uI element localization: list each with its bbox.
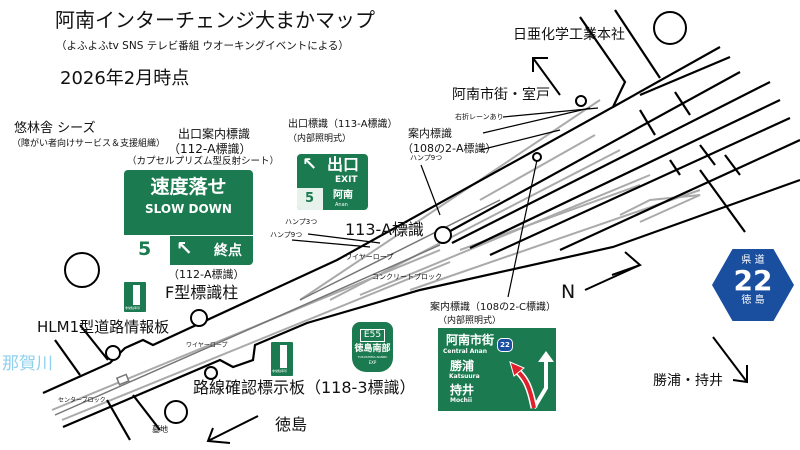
e55-name: 徳島南部	[354, 344, 391, 354]
emergency-parking-text-2: 非常駐車帯	[272, 369, 288, 373]
road-edges	[42, 9, 800, 441]
sign-113a-dest: 阿南	[333, 190, 353, 201]
label-f-pole: F型標識柱	[165, 283, 239, 302]
label-hump9-b: ハンプ9つ	[270, 231, 303, 239]
label-guide-a: 案内標識	[408, 127, 452, 140]
label-exit-sign: 出口標識（113-A標識）	[288, 119, 398, 130]
sign-113a-dest-en: Anan	[335, 202, 348, 208]
emergency-parking-sign-2: 非常駐車帯	[271, 342, 293, 376]
label-wire-rope-a: ワイヤーロープ	[345, 253, 394, 261]
emergency-parking-sign-1: 非常駐車帯	[124, 282, 146, 312]
landmark-circles	[64, 11, 687, 424]
label-wire-rope-b: ワイヤーロープ	[186, 342, 228, 349]
e55-en: TOKUSHIMA-NANBU	[357, 355, 388, 359]
label-cemetery: 墓地	[152, 425, 168, 434]
label-112a-code: （112-A標識）	[168, 268, 245, 281]
label-hlm1: HLM1型道路情報板	[37, 318, 170, 336]
label-exit-sign-note: （内部照明式）	[288, 134, 352, 144]
sign-108c-d1: 阿南市街	[446, 333, 495, 347]
sign-113a-num: 5	[305, 191, 315, 206]
sign-108-2c: 阿南市街 Central Anan 22 勝浦 Katsuura 持井 Moch…	[438, 328, 556, 411]
as-of-date: 2026年2月時点	[60, 68, 190, 89]
route-22-num: 22	[733, 264, 773, 297]
route-22-bottom: 徳 島	[741, 295, 765, 306]
lane-arrows-icon	[509, 351, 554, 410]
sign-108c-d3: 持井	[450, 383, 475, 397]
arrow-upleft-icon: ↖	[302, 154, 318, 175]
lane-lines	[51, 99, 701, 421]
direction-arrows	[206, 57, 748, 444]
sign-108c-route: 22	[497, 338, 513, 352]
e55-sign: E55 徳島南部 TOKUSHIMA-NANBU EXP	[352, 322, 393, 372]
arrow-tokushima-icon	[207, 415, 259, 442]
sign-112a: 速度落せ SLOW DOWN 5 ↖ 終点	[124, 170, 253, 265]
label-yurinsha: 悠林舎 シーズ	[14, 121, 96, 136]
sign-112a-jp: 速度落せ	[150, 176, 227, 198]
label-north: N	[561, 281, 576, 303]
label-guide-c-note: （内部照明式）	[438, 316, 502, 326]
label-anan-muroto: 阿南市街・室戸	[452, 87, 550, 103]
sign-113a-en: EXIT	[335, 175, 358, 185]
center-line	[54, 199, 501, 416]
label-tokushima: 徳島	[275, 415, 308, 434]
e55-exp: EXP	[368, 360, 377, 365]
label-nakagawa-river: 那賀川	[2, 354, 53, 374]
label-exit-guide-note: （カプセルプリズム型反射シート）	[127, 156, 280, 167]
sign-113a: ↖ 出口 EXIT 5 阿南 Anan	[297, 154, 368, 210]
arrow-nichia-icon	[532, 57, 561, 96]
label-concrete-block: コンクリートブロック	[372, 273, 442, 281]
sign-112a-text: 終点	[214, 243, 242, 259]
arrow-upleft-icon: ↖	[176, 236, 193, 260]
map-subtitle: （よふよふtv SNS テレビ番組 ウオーキングイベントによる）	[56, 40, 349, 52]
arrow-katsuura-icon	[712, 336, 748, 383]
sign-108c-d2-en: Katsuura	[449, 373, 480, 380]
label-route-confirm: 路線確認標示板（118-3標識）	[193, 378, 416, 397]
emergency-parking-text-1: 非常駐車帯	[125, 306, 141, 310]
label-center-block: センターブロック	[58, 397, 106, 404]
label-exit-guide-code: （112-A標識）	[168, 142, 252, 156]
sign-108c-d1-en: Central Anan	[443, 348, 488, 355]
label-hump9-a: ハンプ9つ	[410, 154, 443, 162]
label-katsuura-mochii: 勝浦・持井	[653, 373, 723, 389]
label-nichia: 日亜化学工業本社	[513, 27, 625, 43]
label-hump3: ハンプ3つ	[285, 218, 318, 226]
label-yurinsha-note: （障がい者向けサービス＆支援組織）	[12, 139, 166, 149]
sign-112a-en: SLOW DOWN	[145, 202, 232, 216]
route-22-top: 県 道	[741, 255, 765, 266]
sign-108c-d3-en: Mochii	[450, 397, 473, 404]
label-right-turn: 右折レーンあり	[455, 113, 504, 121]
sign-112a-num: 5	[138, 238, 152, 260]
e55-code: E55	[359, 329, 386, 342]
label-guide-a-code: （108の2-A標識）	[402, 142, 497, 155]
leader-lines	[291, 107, 599, 298]
sign-108c-d2: 勝浦	[450, 359, 475, 373]
label-guide-c: 案内標識（108の2-C標識）	[430, 302, 557, 313]
label-113a: 113-A標識	[345, 220, 424, 239]
label-exit-guide: 出口案内標識	[178, 127, 251, 141]
map-title: 阿南インターチェンジ大まかマップ	[55, 8, 375, 32]
sign-113a-jp: 出口	[327, 155, 360, 174]
